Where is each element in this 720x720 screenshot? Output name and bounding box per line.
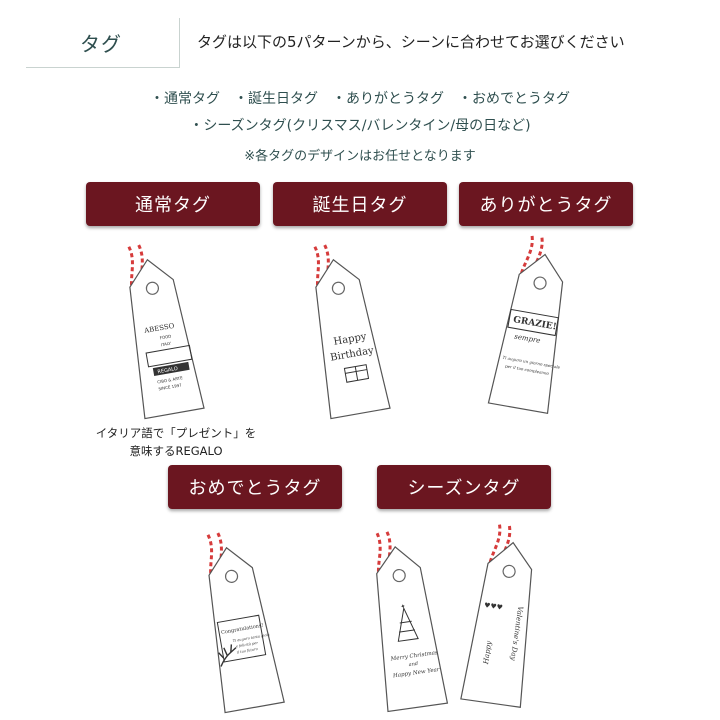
tag-hole	[392, 568, 406, 583]
congrats-line3: il tuo futuro	[237, 647, 259, 655]
leaf-icon	[218, 644, 237, 667]
birthday-tag-image: Happy Birthday	[313, 244, 391, 420]
star-icon: ✦	[400, 603, 406, 611]
tag-body	[487, 253, 564, 415]
header-tab	[26, 18, 180, 68]
category-button-thanks[interactable]: ありがとうタグ	[459, 182, 633, 226]
congrats-line2: e felicità per	[235, 641, 258, 649]
tag-hole	[331, 281, 346, 295]
congrats-tag-image: Congratulations! Ti auguro tanta gioia e…	[206, 532, 285, 714]
tag-hole	[224, 569, 239, 583]
regular-year: SINCE 1997	[158, 382, 182, 391]
hearts-icon: ♥♥♥	[484, 601, 504, 612]
regular-tag-image: ABESSO FOOD ITALY REGALO CIBO & ARTE SIN…	[127, 244, 205, 420]
tag-body	[208, 546, 285, 714]
congrats-frame	[216, 614, 267, 663]
tag-body	[376, 545, 449, 713]
regular-note-line2: 意味するREGALO	[129, 444, 223, 458]
christmas-line2: and	[408, 661, 418, 668]
valentine-left: Happy	[482, 640, 493, 666]
gift-ribbon-icon	[345, 366, 368, 381]
intro-note: ※各タグのデザインはお任せとなります	[244, 149, 476, 164]
intro-line-1: ・通常タグ ・誕生日タグ ・ありがとうタグ ・おめでとうタグ	[150, 91, 570, 107]
regular-sub2: ITALY	[160, 341, 171, 348]
thanks-frame	[507, 308, 559, 337]
column-icon	[145, 344, 193, 368]
congrats-line1: Ti auguro tanta gioia	[232, 633, 269, 643]
intro-line-2: ・シーズンタグ(クリスマス/バレンタイン/母の日など)	[189, 118, 531, 134]
regular-note: イタリア語で「プレゼント」を 意味するREGALO	[86, 424, 266, 460]
regular-sub1: FOOD	[159, 333, 171, 340]
category-button-congrats[interactable]: おめでとうタグ	[168, 465, 342, 509]
tag-body	[315, 258, 391, 420]
regular-banner-bg	[152, 361, 190, 377]
tag-hole	[145, 281, 160, 295]
christmas-tree-icon	[397, 606, 419, 642]
header-tab-label: タグ	[80, 32, 122, 56]
thanks-tag-image: GRAZIE! sempre Ti auguro un giorno speci…	[487, 235, 564, 415]
category-button-regular[interactable]: 通常タグ	[86, 182, 260, 226]
regular-small: CIBO & ARTE	[157, 375, 184, 384]
tag-body	[129, 258, 205, 420]
regular-note-line1: イタリア語で「プレゼント」を	[95, 426, 257, 440]
tag-hole	[533, 276, 547, 290]
tag-body	[460, 541, 533, 708]
christmas-tag-image: ✦ Merry Christmas and Happy New Year	[375, 531, 449, 713]
header-description: タグは以下の5パターンから、シーンに合わせてお選びください	[197, 33, 625, 51]
regular-banner: REGALO	[157, 366, 178, 375]
valentine-tag-image: ♥♥♥ Happy Valentine's Day	[460, 524, 533, 708]
category-button-season[interactable]: シーズンタグ	[377, 465, 551, 509]
tag-hole	[502, 564, 516, 578]
category-button-birthday[interactable]: 誕生日タグ	[273, 182, 447, 226]
